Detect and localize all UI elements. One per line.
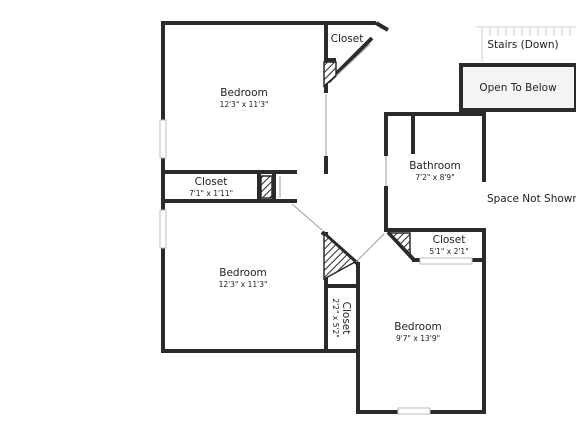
closet-mid-name: Closet — [195, 176, 228, 188]
closet-right-dims: 5'1" x 2'1" — [429, 247, 468, 256]
doors — [279, 43, 387, 263]
bedroom-bottom-dims: 12'3" x 11'3" — [219, 280, 268, 289]
open-to-below-name: Open To Below — [479, 82, 557, 94]
bedroom-top-dims: 12'3" x 11'3" — [220, 100, 269, 109]
bedroom-top-name: Bedroom — [220, 87, 268, 99]
closet-vert-dims: 2'2" x 5'2" — [331, 298, 340, 337]
bedroom-right-name: Bedroom — [394, 321, 442, 333]
closet-mid-dims: 7'1" x 1'11" — [189, 189, 233, 198]
closet-top-name: Closet — [331, 33, 364, 45]
stairs-treads — [476, 26, 576, 62]
chase-hatch-bath — [388, 232, 411, 256]
bedroom-bottom-name: Bedroom — [219, 267, 267, 279]
bathroom-name: Bathroom — [409, 160, 461, 172]
chase-hatch-mid — [260, 175, 273, 199]
closet-vert-name: Closet — [340, 302, 352, 335]
chase-hatch-closet — [323, 232, 357, 281]
space-not-shown-name: Space Not Shown — [487, 193, 576, 205]
stairs-name: Stairs (Down) — [487, 39, 558, 51]
bathroom-dims: 7'2" x 8'9" — [415, 173, 454, 182]
windows — [159, 119, 473, 415]
bedroom-right-dims: 9'7" x 13'9" — [396, 334, 440, 343]
closet-right-name: Closet — [433, 234, 466, 246]
